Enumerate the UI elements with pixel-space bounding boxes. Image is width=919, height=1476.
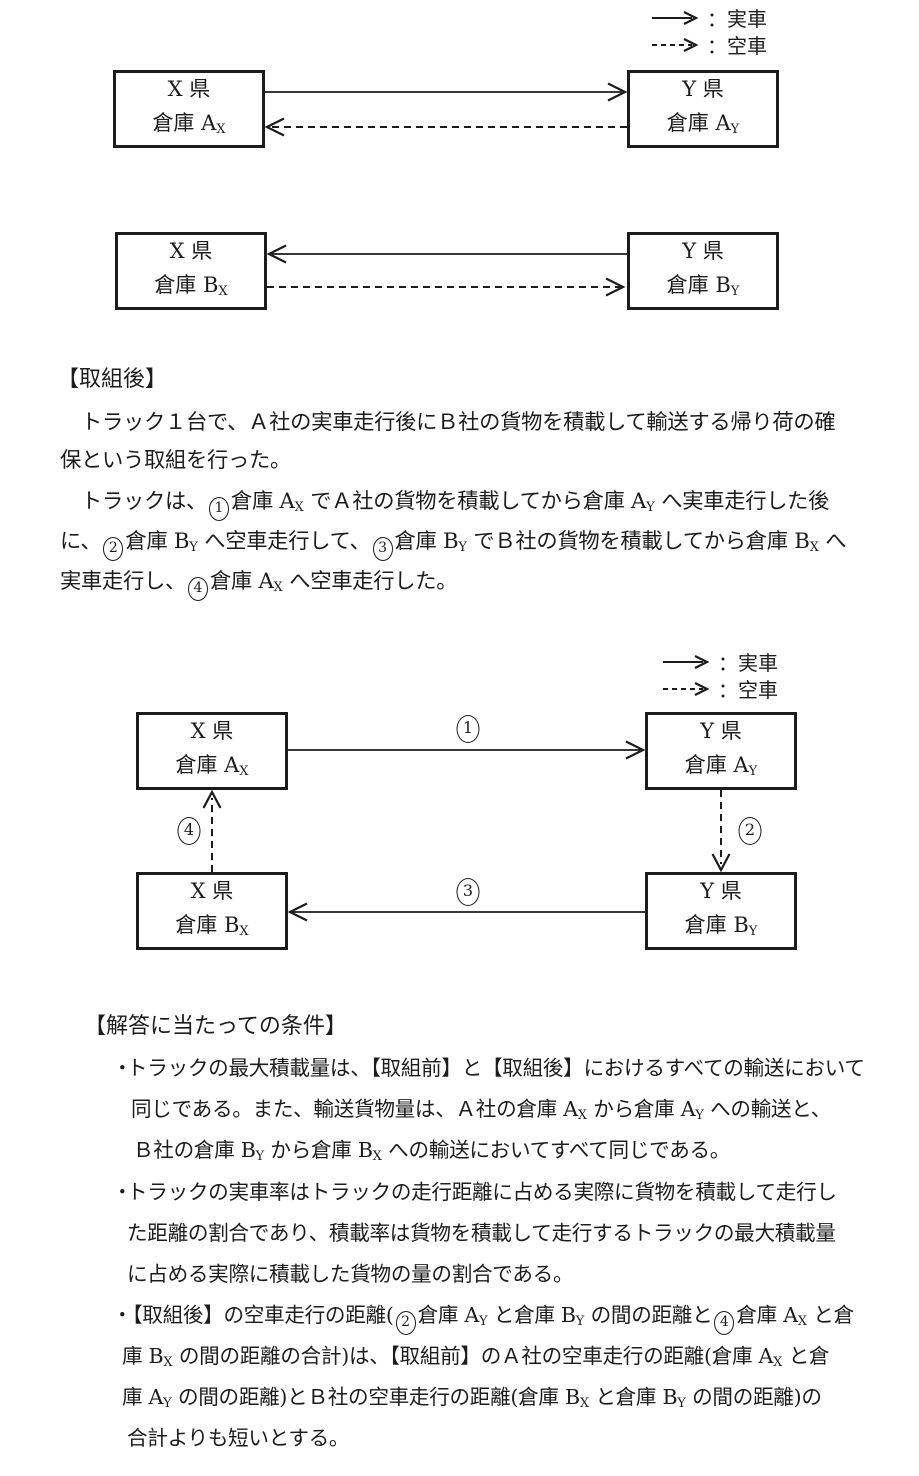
legend-empty-label: ：空車 [707,34,767,58]
text-line: トラック１台で、Ａ社の実車走行後にＢ社の貨物を積載して輸送する帰り荷の確 [60,410,836,435]
warehouse-label: Y 県 [682,76,724,101]
solid-arrow-icon [652,10,698,25]
legend-row-loaded: ：実車 [652,4,767,31]
section-after-heading: 【取組後】 [57,367,168,392]
dashed-arrow-icon [663,681,709,696]
legend-row-empty: ：空車 [652,31,767,58]
step2-empty-arrow [711,790,731,873]
legend-loaded-label: ：実車 [718,651,778,675]
warehouse-label: 倉庫 BY [684,912,758,939]
warehouse-box-ax-before: X 県 倉庫 AX [113,70,265,148]
text-line: 庫 AY の間の距離)とＢ社の空車走行の距離(倉庫 BX と倉庫 BY の間の距… [122,1385,822,1411]
warehouse-label: X 県 [190,718,234,743]
warehouse-label: Y 県 [682,238,724,263]
section-conditions-heading: 【解答に当たっての条件】 [84,1014,347,1039]
text-line: トラックの最大積載量は、【取組前】と【取組後】におけるすべての輸送において [127,1056,865,1080]
warehouse-label: 倉庫 AY [666,110,740,137]
warehouse-label: 倉庫 AX [175,752,249,779]
legend-after: ：実車 ：空車 [663,648,778,702]
step3-number-badge: 3 [456,878,480,906]
text-line: 保という取組を行った。 [60,448,291,473]
empty-run-arrow-ay-to-ax [264,117,627,137]
step1-loaded-arrow [288,740,646,760]
warehouse-label: X 県 [167,76,211,101]
text-line: 庫 BX の間の距離の合計)は、【取組前】のＡ社の空車走行の距離(倉庫 AX と… [122,1344,830,1370]
warehouse-label: 倉庫 AY [684,752,758,779]
step2-number-badge: 2 [738,817,762,845]
text-line: に占める実際に積載した貨物の量の割合である。 [127,1262,574,1286]
warehouse-label: Y 県 [700,878,742,903]
legend-before: ：実車 ：空車 [652,4,767,58]
warehouse-label: 倉庫 BX [175,912,249,939]
warehouse-box-bx-before: X 県 倉庫 BX [115,232,267,310]
bullet-marker: ・ [112,1056,133,1080]
step3-loaded-arrow [287,902,645,922]
solid-arrow-icon [663,654,709,669]
bullet-marker: ・ [112,1303,133,1327]
warehouse-box-bx-after: X 県 倉庫 BX [136,872,288,950]
legend-row-loaded: ：実車 [663,648,778,675]
warehouse-box-ay-after: Y 県 倉庫 AY [645,712,797,790]
step4-number-badge: 4 [177,817,201,845]
text-line: Ｂ社の倉庫 BY から倉庫 BX への輸送においてすべて同じである。 [133,1138,731,1164]
warehouse-box-by-after: Y 県 倉庫 BY [645,872,797,950]
text-line: 合計よりも短いとする。 [127,1426,350,1450]
warehouse-label: X 県 [190,878,234,903]
loaded-run-arrow-ax-to-ay [265,82,628,102]
warehouse-label: 倉庫 BX [154,272,228,299]
text-line: 同じである。また、輸送貨物量は、Ａ社の倉庫 AX から倉庫 AY への輸送と、 [131,1097,832,1123]
warehouse-label: 倉庫 AX [152,110,226,137]
bullet-marker: ・ [112,1180,133,1204]
text-line: た距離の割合であり、積載率は貨物を積載して走行するトラックの最大積載量 [127,1221,836,1245]
empty-run-arrow-bx-to-by [267,277,626,297]
warehouse-box-by-before: Y 県 倉庫 BY [627,232,779,310]
warehouse-label: X 県 [169,238,213,263]
warehouse-label: 倉庫 BY [666,272,740,299]
legend-empty-label: ：空車 [718,678,778,702]
dashed-arrow-icon [652,37,698,52]
step1-number-badge: 1 [456,715,480,743]
warehouse-box-ax-after: X 県 倉庫 AX [136,712,288,790]
warehouse-label: Y 県 [700,718,742,743]
legend-row-empty: ：空車 [663,675,778,702]
legend-loaded-label: ：実車 [707,7,767,31]
loaded-run-arrow-by-to-bx [266,244,627,264]
step4-empty-arrow [202,789,222,872]
warehouse-box-ay-before: Y 県 倉庫 AY [627,70,779,148]
text-line: トラックの実車率はトラックの走行距離に占める実際に貨物を積載して走行し [127,1180,837,1204]
